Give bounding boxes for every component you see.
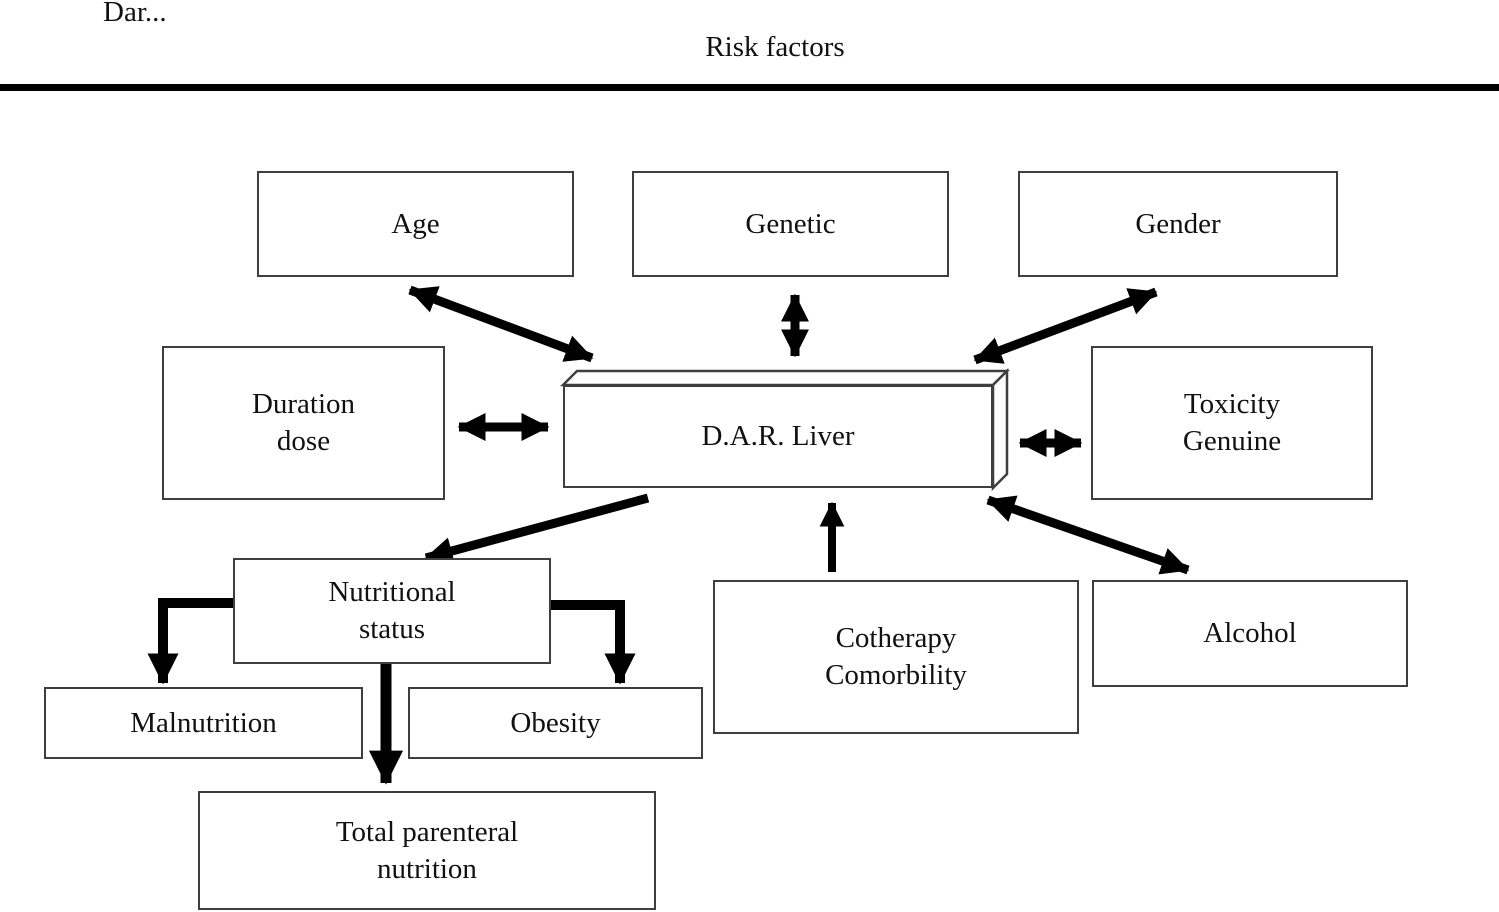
node-nutritional-status: Nutritional status [233,558,551,664]
node-cotherapy-comorbility: Cotherapy Comorbility [713,580,1079,734]
node-toxicity-genuine: Toxicity Genuine [1091,346,1373,500]
arrow-dar-liver-alcohol [986,495,1190,575]
node-duration-dose: Duration dose [162,346,445,500]
node-alcohol: Alcohol [1092,580,1408,687]
dar-liver-3d-top-face [559,369,1011,387]
dar-liver-3d-right-face [991,367,1009,492]
node-age: Age [257,171,574,277]
node-total-parenteral-nutrition: Total parenteral nutrition [198,791,656,910]
page-title: Risk factors [705,31,845,63]
node-gender: Gender [1018,171,1338,277]
arrow-age-dar-liver [408,285,594,363]
arrow-dar-liver-nutritional-status [424,493,650,565]
node-dar-liver: D.A.R. Liver [563,385,993,488]
corner-text: Dar... [103,0,167,28]
arrow-gender-dar-liver [973,287,1158,365]
title-divider [0,84,1499,91]
arrow-nutritional-obesity [550,600,636,685]
node-malnutrition: Malnutrition [44,687,363,759]
node-obesity: Obesity [408,687,703,759]
node-genetic: Genetic [632,171,949,277]
arrow-nutritional-malnutrition [147,598,233,685]
